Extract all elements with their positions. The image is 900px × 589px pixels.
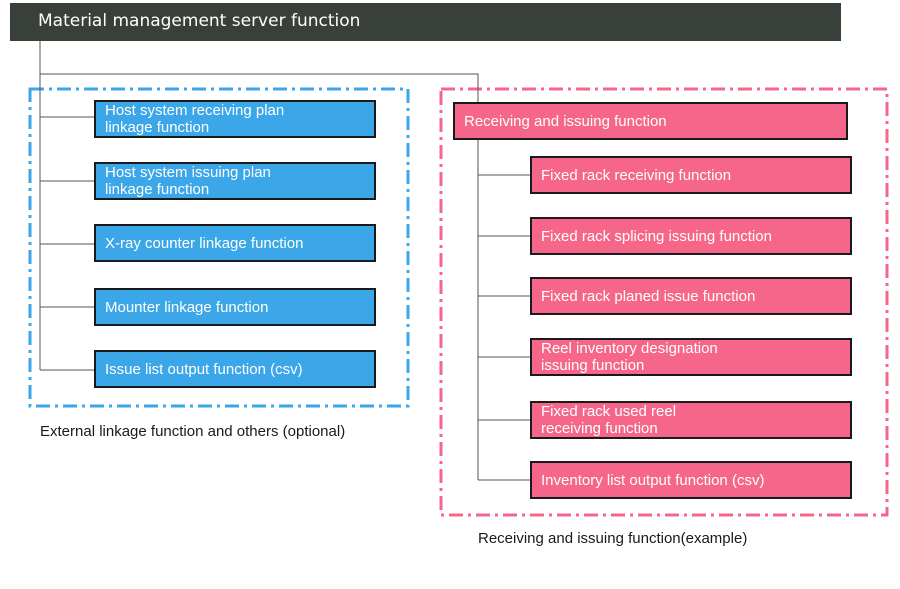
receiving-group-outline: [439, 87, 889, 517]
server-function-header: Material management server function: [10, 3, 841, 41]
external-group-caption: External linkage function and others (op…: [40, 423, 346, 440]
receiving-issuing-parent-box: Receiving and issuing function: [453, 102, 848, 140]
xray-counter-box: X-ray counter linkage function: [94, 224, 376, 262]
used-reel-receiving-box: Fixed rack used reel receiving function: [530, 401, 852, 439]
fixed-rack-receiving-box: Fixed rack receiving function: [530, 156, 852, 194]
issue-list-output-box: Issue list output function (csv): [94, 350, 376, 388]
trunk-line: [39, 41, 479, 102]
inventory-list-output-box: Inventory list output function (csv): [530, 461, 852, 499]
mounter-linkage-box: Mounter linkage function: [94, 288, 376, 326]
header-title: Material management server function: [38, 11, 361, 31]
receiving-group-caption: Receiving and issuing function(example): [478, 530, 748, 547]
fixed-rack-planed-issue-box: Fixed rack planed issue function: [530, 277, 852, 315]
fixed-rack-splicing-box: Fixed rack splicing issuing function: [530, 217, 852, 255]
external-group-outline: [28, 87, 410, 408]
host-issuing-plan-box: Host system issuing plan linkage functio…: [94, 162, 376, 200]
host-receiving-plan-box: Host system receiving plan linkage funct…: [94, 100, 376, 138]
reel-inventory-designation-box: Reel inventory designation issuing funct…: [530, 338, 852, 376]
